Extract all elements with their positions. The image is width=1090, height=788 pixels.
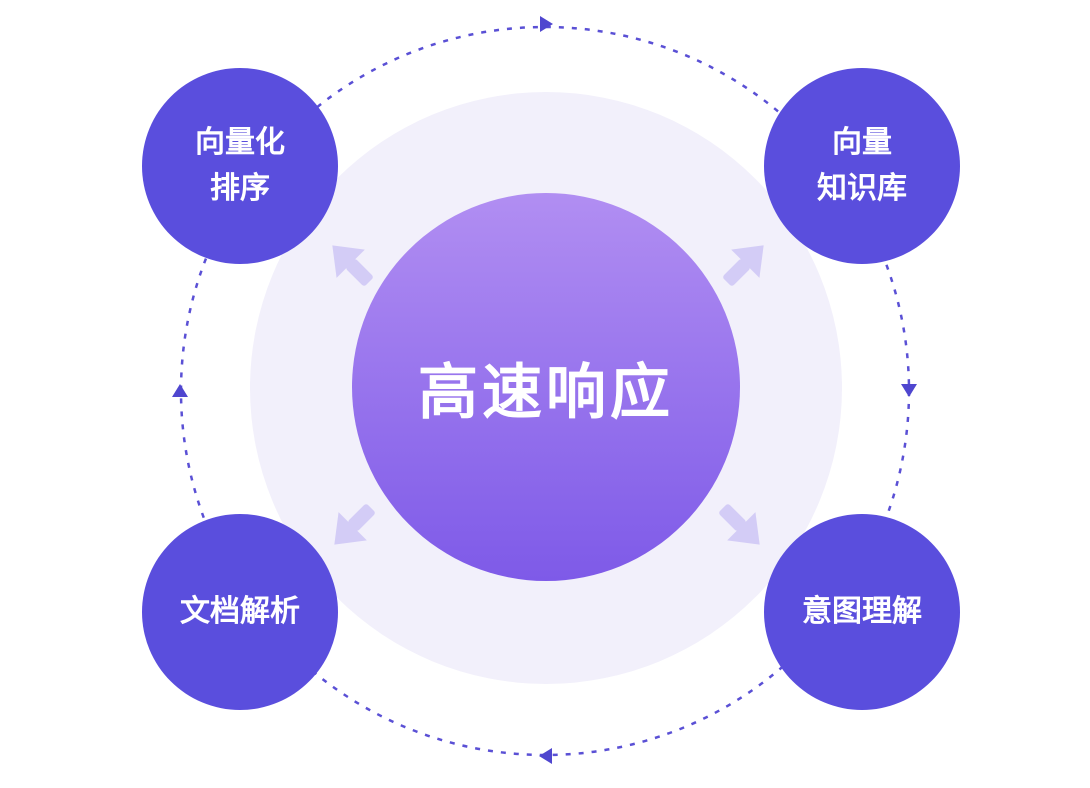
satellite-label-line: 文档解析	[180, 595, 300, 628]
satellite-vector-ranking: 向量化 排序	[142, 68, 338, 264]
satellite-document-parsing: 文档解析	[142, 514, 338, 710]
satellite-label-line: 知识库	[817, 172, 907, 205]
orbit-arrow-right-icon	[901, 384, 917, 397]
satellite-label: 向量化 排序	[195, 120, 285, 212]
orbit-arrow-top-icon	[540, 16, 553, 32]
center-node-label: 高速响应	[418, 358, 674, 426]
satellite-label-line: 排序	[210, 172, 270, 205]
satellite-label: 向量 知识库	[817, 120, 907, 212]
outward-arrow-top-right-icon	[711, 228, 780, 297]
satellite-label-line: 向量化	[195, 126, 285, 159]
satellite-label: 意图理解	[802, 589, 922, 635]
orbit-arrow-left-icon	[172, 384, 188, 397]
satellite-label: 文档解析	[180, 589, 300, 635]
outward-arrow-bottom-left-icon	[317, 492, 386, 561]
satellite-vector-knowledge-base: 向量 知识库	[764, 68, 960, 264]
orbit-arrow-bottom-icon	[539, 748, 552, 764]
outward-arrow-bottom-right-icon	[707, 492, 776, 561]
satellite-label-line: 向量	[832, 126, 892, 159]
satellite-label-line: 意图理解	[802, 595, 922, 628]
center-node: 高速响应	[352, 193, 740, 581]
outward-arrow-top-left-icon	[315, 228, 384, 297]
satellite-intent-understanding: 意图理解	[764, 514, 960, 710]
